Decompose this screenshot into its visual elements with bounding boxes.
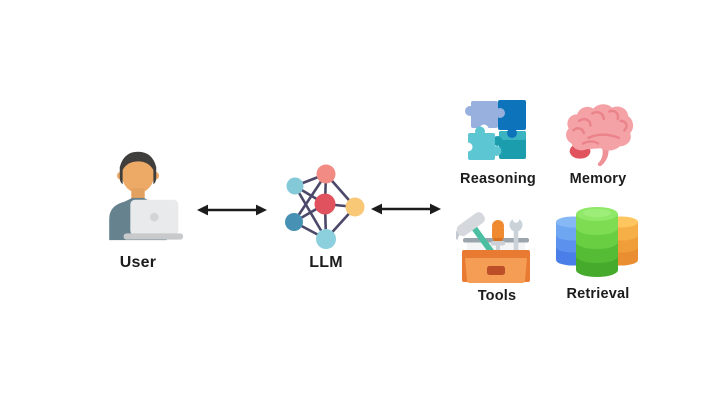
user-llm-arrow	[197, 204, 267, 216]
retrieval-label: Retrieval	[566, 286, 630, 302]
toolbox-icon	[456, 212, 530, 283]
llm-capabilities-arrow	[371, 203, 441, 215]
llm-label: LLM	[309, 254, 343, 271]
brain-icon	[566, 104, 634, 167]
user-label: User	[119, 254, 157, 271]
db-green	[576, 207, 618, 277]
user-laptop-icon	[109, 151, 184, 241]
puzzle-pieces-icon	[463, 100, 526, 160]
database-cylinders-icon	[556, 207, 638, 277]
tools-label: Tools	[477, 288, 517, 304]
reasoning-label: Reasoning	[460, 171, 536, 187]
neural-network-icon	[285, 164, 365, 249]
memory-label: Memory	[569, 171, 627, 187]
